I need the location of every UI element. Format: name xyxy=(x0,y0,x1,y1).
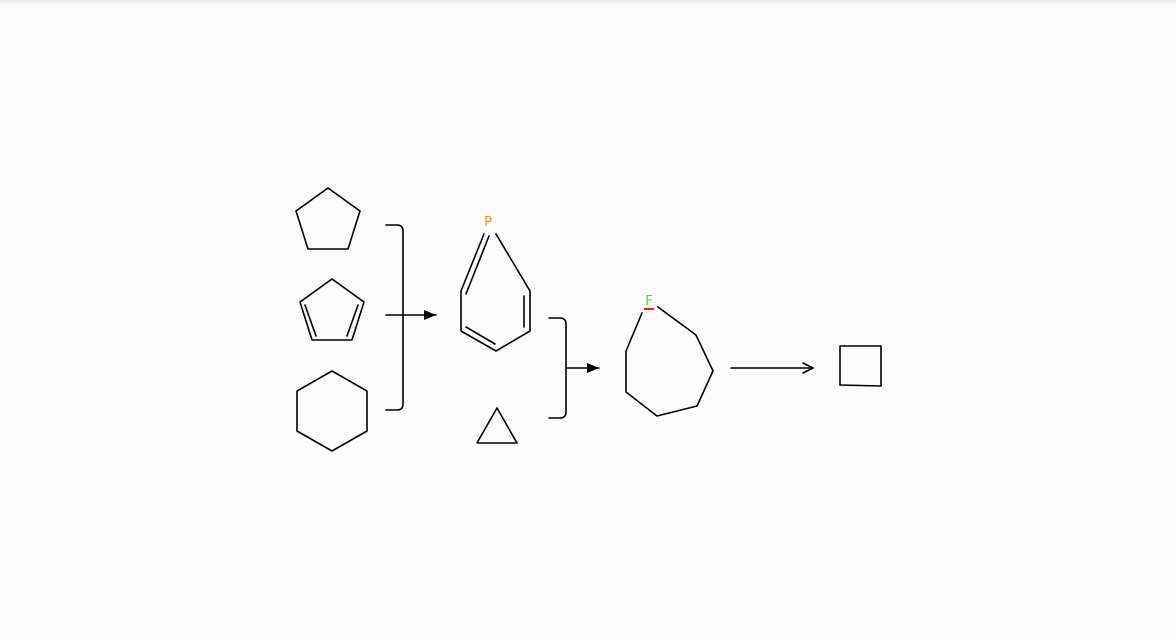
reaction-arrow-3 xyxy=(730,362,814,374)
fluoro-cycloheptane-structure[interactable] xyxy=(625,306,714,417)
cyclopropane-structure[interactable] xyxy=(476,407,518,444)
phosphepine-structure[interactable] xyxy=(460,233,531,352)
cyclohexane-structure[interactable] xyxy=(296,370,368,452)
fluorine-atom-label: F xyxy=(645,294,652,309)
reactant-bracket-2 xyxy=(548,317,567,419)
window-top-edge xyxy=(0,0,1176,4)
cyclopentane-structure[interactable] xyxy=(295,187,361,250)
phosphorus-atom-label: P xyxy=(484,215,492,230)
cyclopentadiene-structure[interactable] xyxy=(299,278,365,341)
reactant-bracket-1 xyxy=(385,224,404,411)
cyclobutane-structure[interactable] xyxy=(839,345,882,387)
